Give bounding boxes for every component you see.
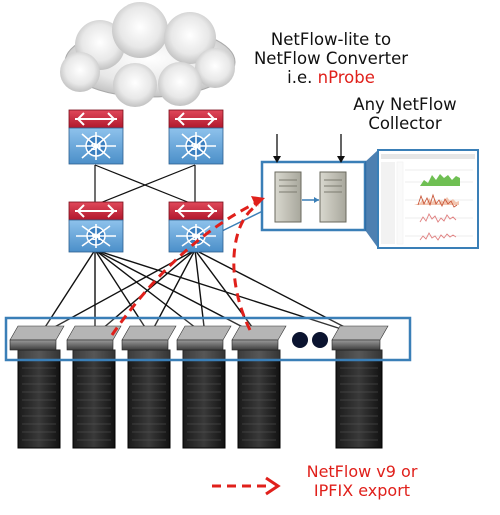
legend-label: NetFlow v9 or IPFIX export	[282, 462, 442, 500]
converter-label-line2: NetFlow Converter	[253, 49, 409, 68]
access-switch-icon	[121, 325, 177, 351]
collector-label-line1: Any NetFlow	[353, 95, 457, 114]
access-switch-icon	[66, 325, 122, 351]
zoom-projection	[365, 150, 378, 248]
legend-line1: NetFlow v9 or	[306, 462, 418, 481]
access-switch-icon	[9, 325, 65, 351]
access-switch-icon	[176, 325, 232, 351]
access-switch-icon	[331, 325, 389, 351]
converter-prefix: i.e.	[287, 68, 313, 87]
access-switch-icon	[231, 325, 287, 351]
core-switch-right: SI	[168, 109, 224, 165]
label-arrows	[273, 134, 345, 163]
core-links	[94, 164, 196, 206]
switch-si-label: SI	[191, 142, 202, 153]
switch-si-label: SI	[91, 233, 101, 243]
server-link-arrow	[302, 197, 319, 203]
legend-line2: IPFIX export	[313, 481, 411, 500]
converter-label: NetFlow-lite to NetFlow Converter i.e. n…	[226, 30, 436, 87]
switch-si-label: SI	[191, 233, 201, 243]
dist-switch-right: SI	[168, 201, 224, 253]
cloud-icon	[60, 2, 236, 107]
server-racks	[17, 349, 383, 449]
ellipsis-dots	[292, 332, 328, 348]
nprobe-label: nProbe	[317, 68, 375, 87]
netflow-arrowhead	[251, 196, 265, 207]
legend-arrow	[212, 476, 281, 496]
collector-label-line2: Collector	[368, 114, 442, 133]
core-switch-left: SI	[68, 109, 124, 165]
dist-switch-left: SI	[68, 201, 124, 253]
switch-si-label: SI	[91, 142, 102, 153]
collector-screenshot	[377, 149, 479, 249]
collector-label: Any NetFlow Collector	[340, 95, 470, 133]
access-switches	[9, 325, 389, 351]
converter-label-line1: NetFlow-lite to	[270, 30, 392, 49]
server-icon	[319, 171, 347, 223]
netflow-export-paths	[110, 200, 259, 336]
server-icon	[274, 171, 302, 223]
converter-label-line3: i.e. nProbe	[226, 68, 436, 87]
